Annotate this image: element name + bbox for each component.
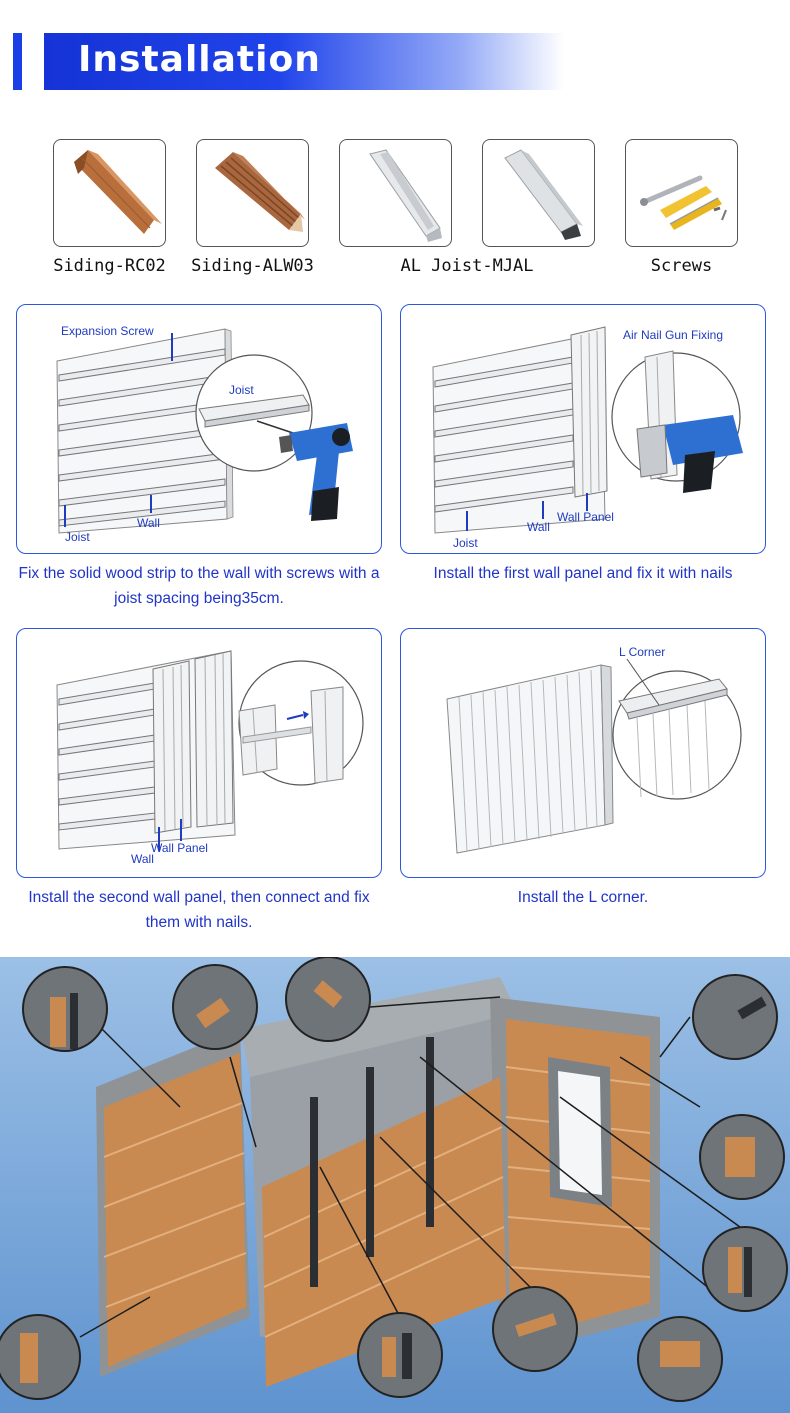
step-1-card: Expansion Screw Joist Joist Wall: [16, 304, 382, 554]
label-joist-zoom: Joist: [229, 383, 254, 397]
header-banner: Installation: [44, 33, 564, 90]
material-label-alw03: Siding-ALW03: [184, 256, 321, 276]
air-nail-gun-icon: [637, 415, 743, 493]
material-label-screws: Screws: [625, 256, 738, 276]
step-2-card: Air Nail Gun Fixing Joist Wall Wall Pane…: [400, 304, 766, 554]
material-card-mjal-2: [482, 139, 595, 247]
step-4-caption: Install the L corner.: [400, 885, 766, 910]
step-4-card: L Corner: [400, 628, 766, 878]
material-label-mjal: AL Joist-MJAL: [372, 256, 562, 276]
step-1-illustration: [17, 305, 382, 554]
aluminium-joist-icon: [483, 140, 595, 247]
step-2-caption: Install the first wall panel and fix it …: [400, 561, 766, 586]
electric-drill-icon: [279, 423, 353, 521]
alw03-corner-profile-icon: [197, 140, 309, 247]
detail-circle-9: [358, 1313, 442, 1397]
detail-circle-4: [693, 975, 777, 1059]
material-card-alw03: [196, 139, 309, 247]
label-wall: Wall: [137, 516, 160, 530]
label-wall-panel: Wall Panel: [557, 510, 614, 524]
step-4-illustration: [401, 629, 766, 878]
label-joist: Joist: [65, 530, 90, 544]
cladding-wall-scene: [0, 957, 790, 1413]
label-air-nail-gun: Air Nail Gun Fixing: [623, 328, 723, 342]
aluminium-joist-icon: [340, 140, 452, 247]
screws-anchors-icon: [626, 140, 738, 247]
step-3-card: Wall Wall Panel: [16, 628, 382, 878]
detail-circle-10: [0, 1315, 80, 1399]
step-3-caption: Install the second wall panel, then conn…: [16, 885, 382, 935]
page-title: Installation: [78, 39, 321, 80]
header-accent-bar: [13, 33, 22, 90]
rc02-corner-profile-icon: [54, 140, 166, 247]
label-wall: Wall: [527, 520, 550, 534]
step-1-caption: Fix the solid wood strip to the wall wit…: [16, 561, 382, 611]
cladding-assembly-illustration: [0, 957, 790, 1413]
label-joist: Joist: [453, 536, 478, 550]
material-card-mjal-1: [339, 139, 452, 247]
material-card-rc02: [53, 139, 166, 247]
material-label-rc02: Siding-RC02: [43, 256, 176, 276]
label-expansion-screw: Expansion Screw: [61, 324, 154, 338]
label-l-corner: L Corner: [619, 645, 665, 659]
label-wall-panel: Wall Panel: [151, 841, 208, 855]
material-card-screws: [625, 139, 738, 247]
